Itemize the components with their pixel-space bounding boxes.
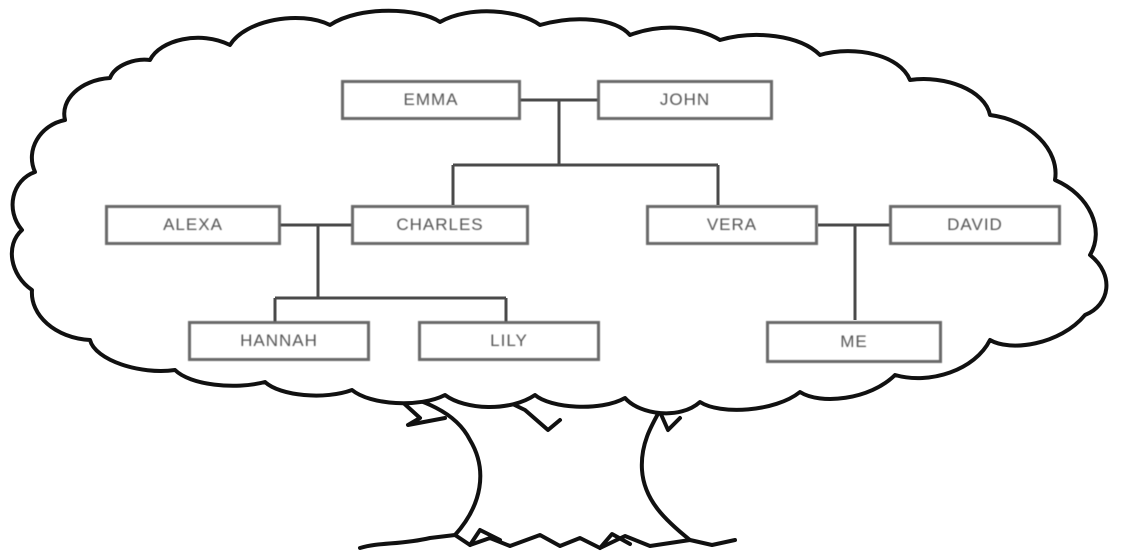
person-box-john: JOHN [597, 80, 773, 120]
person-box-emma: EMMA [341, 80, 521, 120]
family-connectors [273, 98, 890, 322]
person-box-me: ME [766, 321, 942, 363]
person-box-lily: LILY [418, 321, 600, 361]
person-box-alexa: ALEXA [105, 205, 281, 245]
person-box-vera: VERA [646, 205, 818, 245]
person-box-david: DAVID [889, 205, 1061, 245]
tree-canopy-outline [9, 8, 1109, 416]
tree-trunk [358, 390, 737, 550]
person-box-charles: CHARLES [351, 205, 529, 245]
person-box-hannah: HANNAH [188, 321, 370, 361]
